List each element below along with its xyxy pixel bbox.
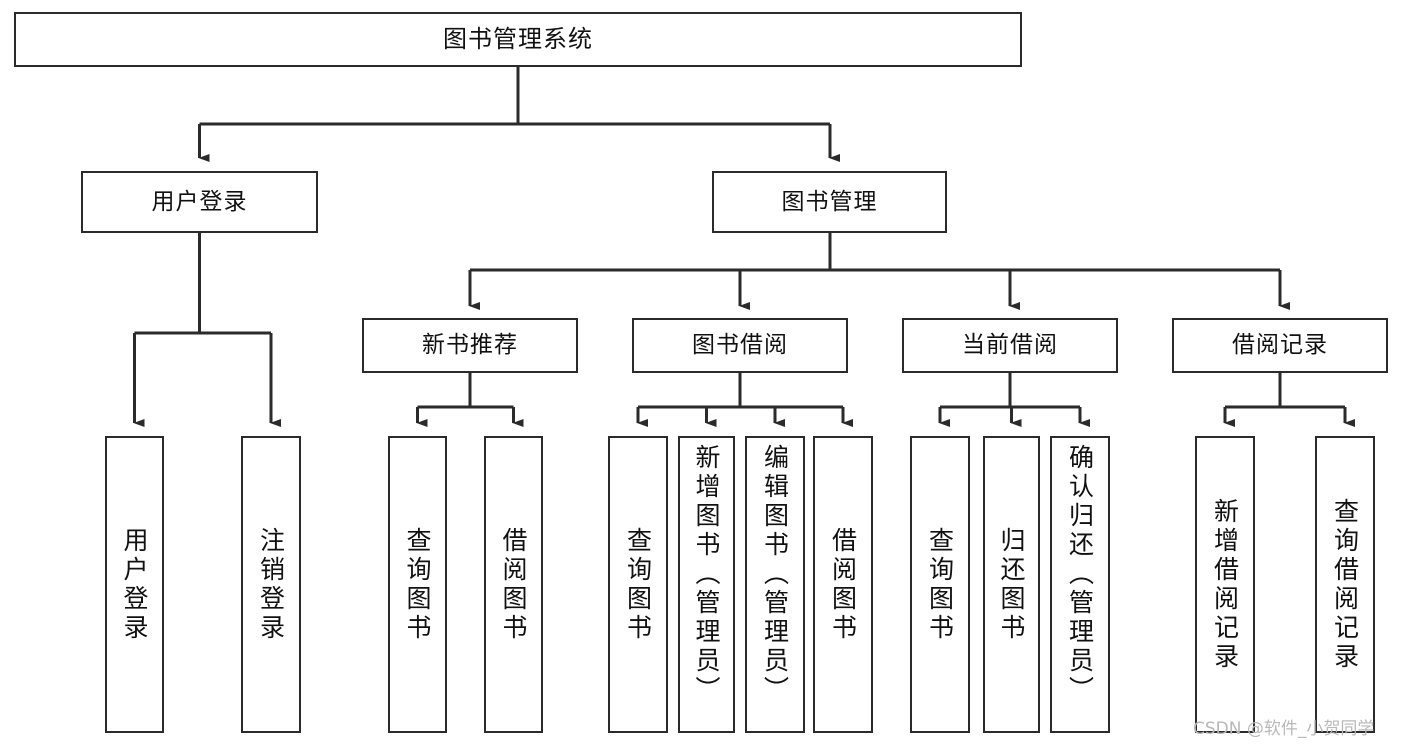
node-leaf-query-book-rec-label: 查询图书 [403,526,432,643]
node-leaf-query-book-rec[interactable]: 查询图书 [388,436,447,733]
node-leaf-return-book[interactable]: 归还图书 [983,436,1040,733]
node-user-login[interactable]: 用户登录 [81,171,318,233]
node-leaf-add-borrow-record[interactable]: 新增借阅记录 [1195,436,1255,733]
node-leaf-confirm-return-label: 确认归还（管理员） [1065,444,1095,705]
node-root[interactable]: 图书管理系统 [14,12,1022,67]
node-leaf-add-borrow-record-label: 新增借阅记录 [1210,497,1240,672]
node-leaf-logout-label: 注销登录 [256,526,286,643]
node-leaf-query-book-borrow-label: 查询图书 [623,526,653,643]
node-leaf-query-book-borrow[interactable]: 查询图书 [608,436,668,733]
node-leaf-add-book-label: 新增图书（管理员） [692,444,721,705]
node-current-borrow-label: 当前借阅 [962,332,1058,359]
node-book-borrow[interactable]: 图书借阅 [632,318,848,373]
node-leaf-query-borrow-record[interactable]: 查询借阅记录 [1315,436,1375,733]
node-leaf-borrow-book-rec[interactable]: 借阅图书 [484,436,543,733]
node-leaf-borrow-book[interactable]: 借阅图书 [813,436,873,733]
node-leaf-logout[interactable]: 注销登录 [241,436,301,733]
node-leaf-query-book-current[interactable]: 查询图书 [910,436,970,733]
node-leaf-edit-book[interactable]: 编辑图书（管理员） [745,436,805,733]
node-borrow-record[interactable]: 借阅记录 [1172,318,1388,373]
node-current-borrow[interactable]: 当前借阅 [902,318,1118,373]
node-leaf-user-login-label: 用户登录 [120,526,149,643]
node-leaf-borrow-book-rec-label: 借阅图书 [499,526,528,643]
node-leaf-borrow-book-label: 借阅图书 [828,526,858,643]
node-root-label: 图书管理系统 [443,24,593,53]
node-book-manage-label: 图书管理 [781,188,878,215]
node-leaf-query-book-current-label: 查询图书 [925,526,955,643]
node-leaf-add-book[interactable]: 新增图书（管理员） [678,436,735,733]
node-leaf-user-login[interactable]: 用户登录 [105,436,164,733]
node-book-manage[interactable]: 图书管理 [712,171,947,233]
node-leaf-query-borrow-record-label: 查询借阅记录 [1330,497,1360,672]
node-leaf-confirm-return[interactable]: 确认归还（管理员） [1050,436,1110,733]
node-book-borrow-label: 图书借阅 [692,332,788,359]
node-leaf-edit-book-label: 编辑图书（管理员） [760,444,790,705]
node-leaf-return-book-label: 归还图书 [997,526,1026,643]
node-new-book-recommend[interactable]: 新书推荐 [362,318,578,373]
watermark-text: CSDN @软件_小贺同学 [1193,719,1375,739]
node-borrow-record-label: 借阅记录 [1232,332,1328,359]
node-user-login-label: 用户登录 [151,188,248,215]
node-new-book-recommend-label: 新书推荐 [422,332,518,359]
